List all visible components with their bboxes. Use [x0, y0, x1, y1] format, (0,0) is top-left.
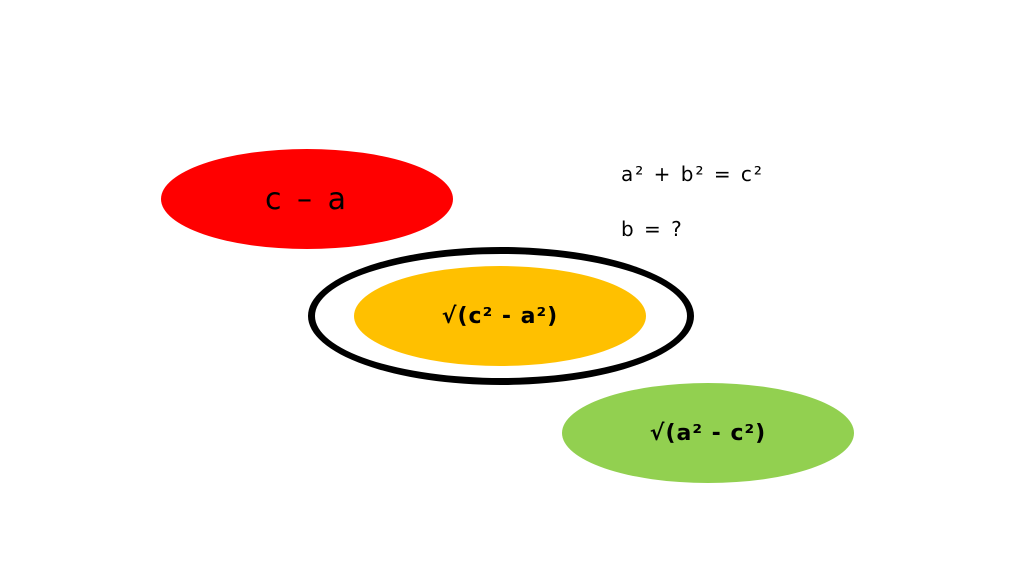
answer-option-label: c – a [265, 181, 349, 217]
answer-option-label: √(a² - c²) [649, 420, 767, 446]
answer-option-label: √(c² - a²) [441, 303, 559, 329]
answer-option-sqrt-a2-minus-c2[interactable]: √(a² - c²) [562, 383, 854, 483]
pythagorean-equation: a² + b² = c² [621, 162, 764, 186]
question-prompt: b = ? [621, 217, 684, 241]
answer-option-c-minus-a[interactable]: c – a [161, 149, 453, 249]
answer-option-sqrt-c2-minus-a2[interactable]: √(c² - a²) [354, 266, 646, 366]
